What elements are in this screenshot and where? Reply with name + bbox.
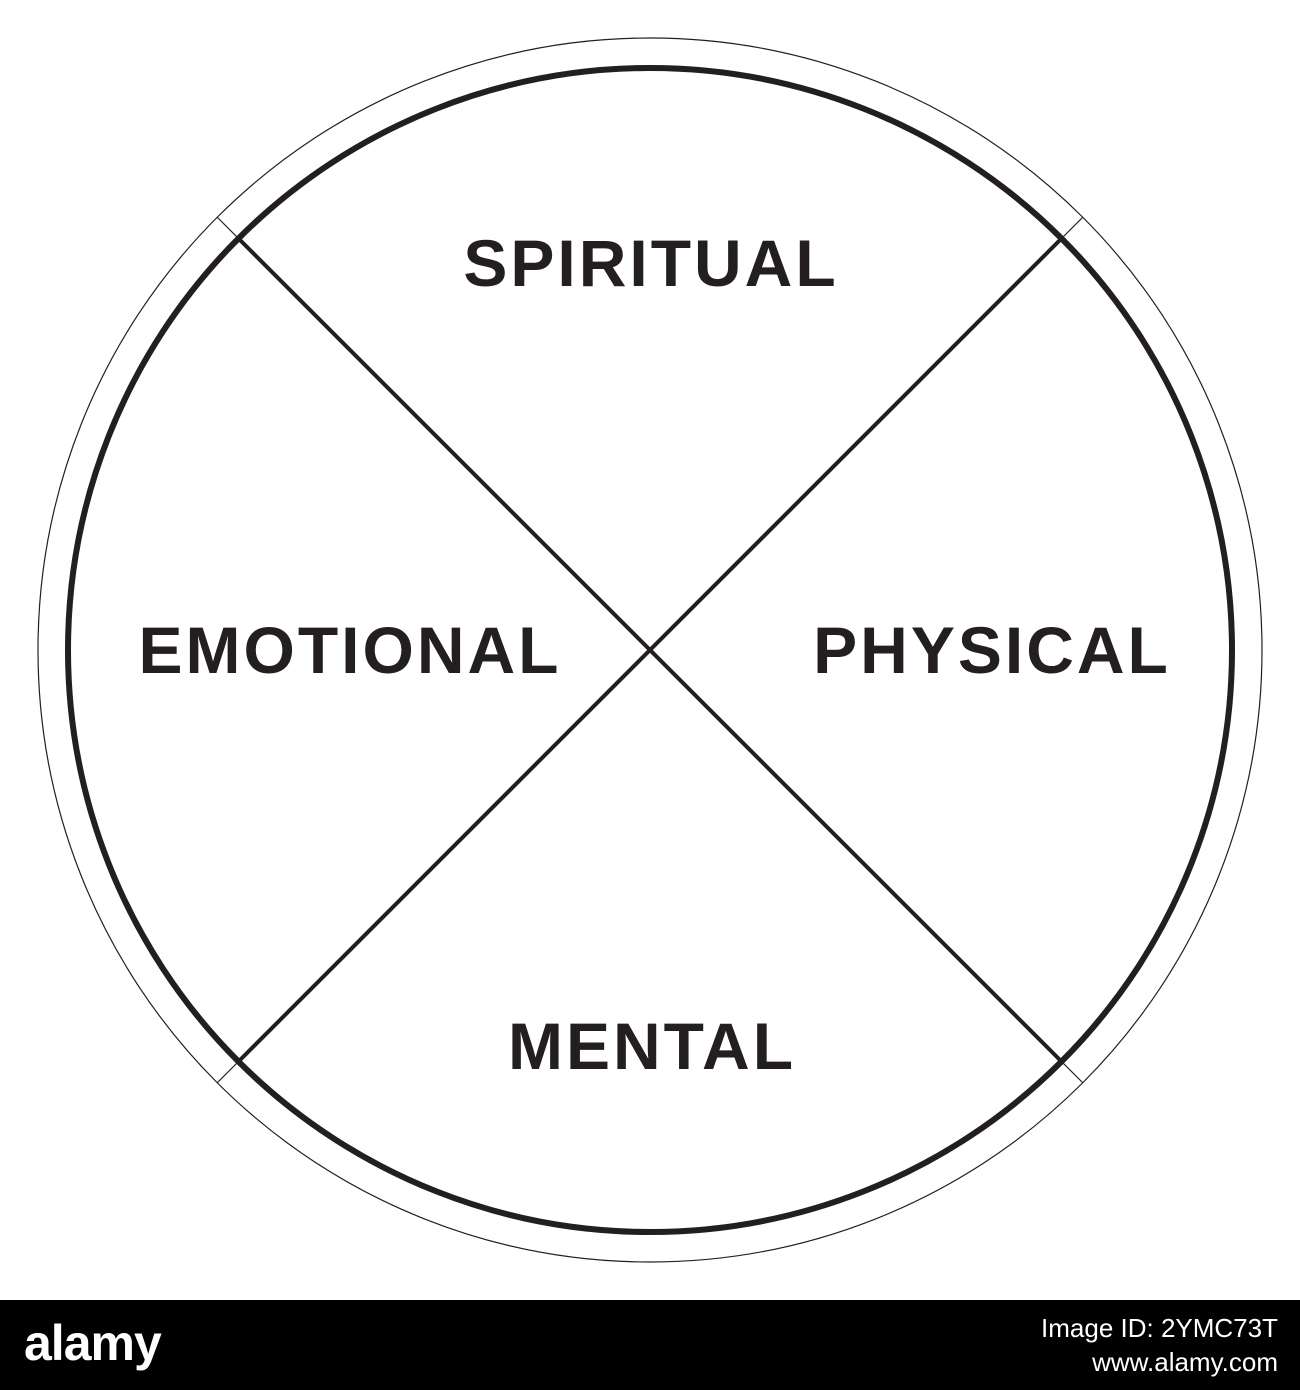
four-quadrant-wheel: SPIRITUAL EMOTIONAL PHYSICAL MENTAL bbox=[37, 37, 1263, 1263]
ring-tick-bottom-right bbox=[1061, 1061, 1084, 1084]
alamy-logo: alamy bbox=[24, 1315, 162, 1371]
divider-line-ne-sw bbox=[236, 236, 1064, 1064]
quadrant-label-mental: MENTAL bbox=[508, 1009, 796, 1083]
ring-tick-top-left bbox=[216, 216, 239, 239]
watermark-footer-bar: alamy Image ID: 2YMC73T www.alamy.com bbox=[0, 1300, 1300, 1390]
quadrant-label-spiritual: SPIRITUAL bbox=[463, 226, 838, 300]
ring-tick-bottom-left bbox=[216, 1061, 239, 1084]
quadrant-label-emotional: EMOTIONAL bbox=[139, 613, 562, 687]
image-id-text: Image ID: 2YMC73T bbox=[1041, 1313, 1278, 1343]
quadrant-label-physical: PHYSICAL bbox=[813, 613, 1171, 687]
ring-tick-top-right bbox=[1061, 216, 1084, 239]
main-ring bbox=[65, 65, 1235, 1235]
outer-thin-ring bbox=[37, 37, 1263, 1263]
site-url-text: www.alamy.com bbox=[1092, 1347, 1278, 1377]
